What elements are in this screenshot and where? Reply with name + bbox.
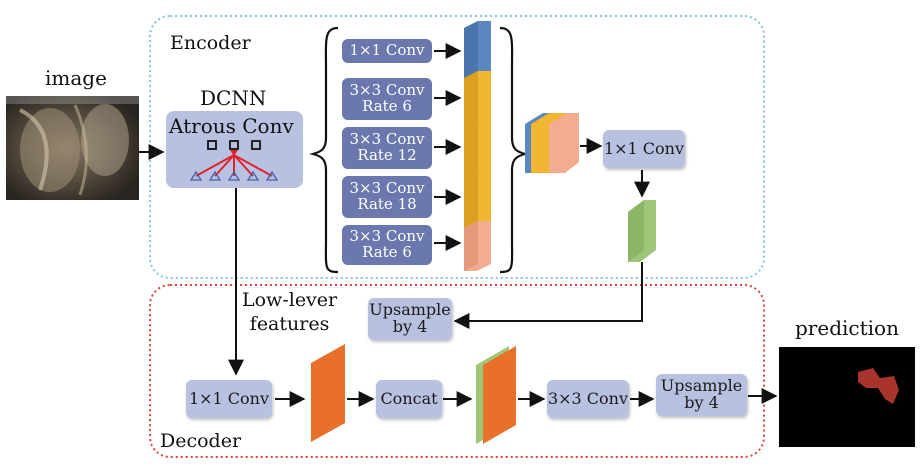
decoder-conv-3x3: 3×3 Conv: [547, 380, 629, 418]
feature-map-pink: [464, 221, 491, 271]
encoder-output-features: [628, 200, 656, 262]
low-level-features-label: Low-lever features: [242, 289, 338, 335]
aspp-pooling-rate6: 3×3 Conv Rate 6: [342, 225, 432, 265]
prediction-image: [779, 347, 915, 447]
dcnn-label: DCNN: [200, 86, 267, 110]
concat-block: Concat: [376, 380, 442, 418]
prediction-mask: [858, 368, 899, 404]
encoder-conv-1x1: 1×1 Conv: [603, 130, 685, 168]
left-brace: [308, 26, 339, 274]
concatenated-features: [525, 113, 579, 173]
encoder-region: [149, 15, 765, 279]
aspp-conv-rate6: 3×3 Conv Rate 6: [342, 78, 432, 120]
low-level-features-orange: [311, 344, 345, 442]
feature-map-yellow-1: [464, 71, 491, 130]
prediction-label: prediction: [795, 316, 899, 340]
concat-features: [476, 346, 516, 444]
feature-map-yellow-3: [464, 169, 491, 228]
decoder-conv-1x1: 1×1 Conv: [186, 380, 272, 418]
aspp-conv-1x1: 1×1 Conv: [342, 39, 432, 63]
connector-arrows: [139, 43, 778, 407]
upsample-by-4-encoder: Upsample by 4: [368, 298, 452, 340]
feature-map-yellow-2: [464, 120, 491, 179]
decoder-label: Decoder: [160, 430, 242, 452]
atrous-conv-glyph: [189, 140, 279, 181]
encoder-label: Encoder: [170, 32, 251, 54]
input-image: [6, 96, 139, 200]
image-label: image: [45, 66, 107, 90]
upsample-by-4-output: Upsample by 4: [656, 374, 747, 416]
atrous-conv-label: Atrous Conv: [169, 114, 294, 138]
aspp-conv-rate12: 3×3 Conv Rate 12: [342, 127, 432, 169]
decoder-region: [149, 284, 765, 458]
right-brace: [499, 26, 530, 274]
aspp-conv-rate18: 3×3 Conv Rate 18: [342, 176, 432, 218]
feature-map-blue: [464, 21, 491, 80]
